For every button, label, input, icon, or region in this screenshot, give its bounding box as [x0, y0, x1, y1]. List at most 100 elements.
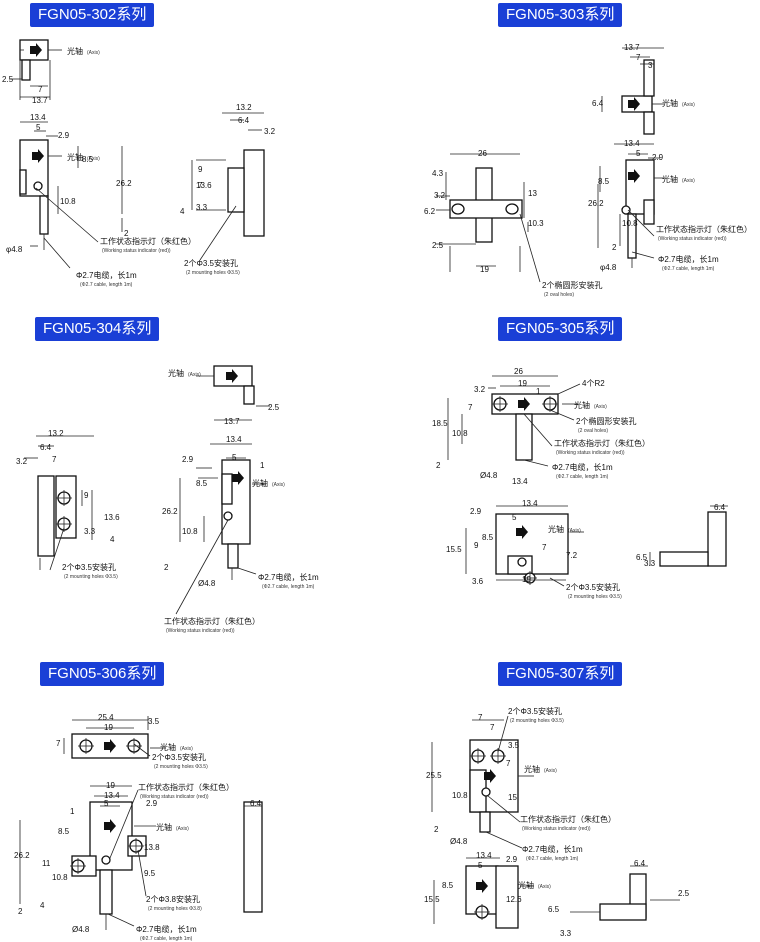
- dimension-label: 9.5: [144, 869, 156, 878]
- dimension-label: 3.2: [264, 127, 276, 136]
- side-body: [243, 801, 263, 913]
- dimension-label: 8.5: [442, 881, 454, 890]
- mount-flange: [599, 903, 647, 921]
- holes-label-cn: 2个椭圆形安装孔: [576, 416, 636, 426]
- indicator-label-en: (Working status indicator (red)): [658, 236, 727, 242]
- dimension-label: 2.5: [432, 241, 444, 250]
- axis-label-en: (Axis): [87, 156, 100, 162]
- axis-label-en: (Axis): [272, 482, 285, 488]
- dimension-label: 4: [180, 207, 185, 216]
- mount-flange: [449, 199, 523, 219]
- cable-outline: [479, 811, 491, 833]
- dimension-label: 19: [106, 781, 115, 790]
- optical-axis-arrow-icon: [516, 525, 528, 539]
- holes-label-en: (2 oval holes): [578, 428, 608, 434]
- dimension-label: 7: [636, 53, 641, 62]
- dimension-label: 2.9: [58, 131, 70, 140]
- dimension-label: 15: [508, 793, 517, 802]
- dimension-label: 4: [110, 535, 115, 544]
- dimension-label: 2: [612, 243, 617, 252]
- dimension-label: 3.6: [472, 577, 484, 586]
- optical-axis-arrow-icon: [104, 819, 116, 833]
- holes-label-cn: 2个Φ3.5安装孔: [566, 582, 620, 592]
- dimension-label: 26.2: [588, 199, 604, 208]
- indicator-led: [621, 205, 631, 215]
- axis-label-en: (Axis): [188, 372, 201, 378]
- dimension-label: 6.5: [548, 905, 560, 914]
- dimension-label: 2: [18, 907, 23, 916]
- dimension-label: 10.8: [182, 527, 198, 536]
- series-title-302: FGN05-302系列: [30, 3, 155, 27]
- dimension-label: 2: [124, 229, 129, 238]
- axis-label-cn: 光轴: [518, 880, 534, 890]
- leader-line: [199, 205, 237, 261]
- dimension-label: 6.4: [592, 99, 604, 108]
- indicator-label-en: (Working status indicator (red)): [102, 248, 171, 254]
- dimension-label: 13.4: [104, 791, 120, 800]
- dimension-label: 5: [636, 149, 641, 158]
- dimension-label: 3.2: [434, 191, 446, 200]
- dimension-label: 3.3: [84, 527, 96, 536]
- dimension-label: 1: [260, 461, 265, 470]
- holes-label-en: (2 mounting holes Φ3.8): [148, 906, 202, 912]
- dimension-label: 13.4: [512, 477, 528, 486]
- holes-label-en: (2 mounting holes Φ3.5): [64, 574, 118, 580]
- holes-label-cn: 2个Φ3.5安装孔: [184, 258, 238, 268]
- body-outline: [625, 159, 655, 215]
- dimension-label: 6.5: [636, 553, 648, 562]
- cable-label-cn: Φ2.7电缆，长1m: [76, 270, 137, 280]
- side-slot: [19, 169, 27, 195]
- optical-axis-arrow-icon: [518, 397, 530, 411]
- dimension-label: 9: [84, 491, 89, 500]
- optical-axis-arrow-icon: [30, 43, 42, 57]
- dimension-label: 2.9: [652, 153, 664, 162]
- leader-line: [497, 715, 509, 753]
- axis-label-en: (Axis): [180, 746, 193, 752]
- holes-label-en: (2 mounting holes Φ3.5): [510, 718, 564, 724]
- axis-label-cn: 光轴: [67, 152, 83, 162]
- dimension-label: 26.2: [116, 179, 132, 188]
- axis-label-cn: 光轴: [662, 98, 678, 108]
- cable-label-en: (Φ2.7 cable, length 1m): [140, 936, 193, 942]
- cable-outline: [39, 195, 49, 235]
- leader-line: [523, 413, 553, 447]
- leader-line: [631, 251, 655, 259]
- leader-line: [175, 519, 229, 615]
- dimension-label: 10.8: [52, 873, 68, 882]
- dimension-label: 8.5: [58, 827, 70, 836]
- dimension-label: 6.4: [238, 116, 250, 125]
- dimension-label: 1: [70, 807, 75, 816]
- oval-hole: [451, 203, 465, 215]
- dimension-label: 13.7: [32, 96, 48, 105]
- indicator-led: [481, 787, 491, 797]
- dimension-label: 6.4: [714, 503, 726, 512]
- dimension-label: 7: [490, 723, 495, 732]
- indicator-label-en: (Working status indicator (red)): [140, 794, 209, 800]
- dimension-label: 13.6: [196, 181, 212, 190]
- holes-label-cn: 2个Φ3.5安装孔: [152, 752, 206, 762]
- axis-label-en: (Axis): [594, 404, 607, 410]
- dimension-label: 2.9: [506, 855, 518, 864]
- dimension-label: 3.5: [148, 717, 160, 726]
- cable-label-cn: Φ2.7电缆，长1m: [522, 844, 583, 854]
- leader-line: [35, 187, 99, 243]
- dimension-label: 10.8: [452, 429, 468, 438]
- dimension-label: 7: [56, 739, 61, 748]
- cable-label-en: (Φ2.7 cable, length 1m): [556, 474, 609, 480]
- cable-label-cn: Φ2.7电缆，长1m: [136, 924, 197, 934]
- optical-axis-arrow-icon: [226, 369, 238, 383]
- dimension-label: 4: [40, 901, 45, 910]
- optical-axis-arrow-icon: [628, 169, 640, 183]
- dimension-label: 6.4: [634, 859, 646, 868]
- holes-label-cn: 2个Φ3.5安装孔: [62, 562, 116, 572]
- dimension-label: 13.2: [48, 429, 64, 438]
- indicator-label-cn: 工作状态指示灯（朱红色）: [100, 236, 196, 246]
- dimension-label: 10.8: [60, 197, 76, 206]
- dimension-label: 10.3: [528, 219, 544, 228]
- axis-label-cn: 光轴: [548, 524, 564, 534]
- optical-axis-arrow-icon: [484, 769, 496, 783]
- leader-line: [519, 213, 541, 283]
- dimension-label: 5: [478, 861, 483, 870]
- dimension-label: 7: [38, 85, 43, 94]
- axis-label-en: (Axis): [682, 178, 695, 184]
